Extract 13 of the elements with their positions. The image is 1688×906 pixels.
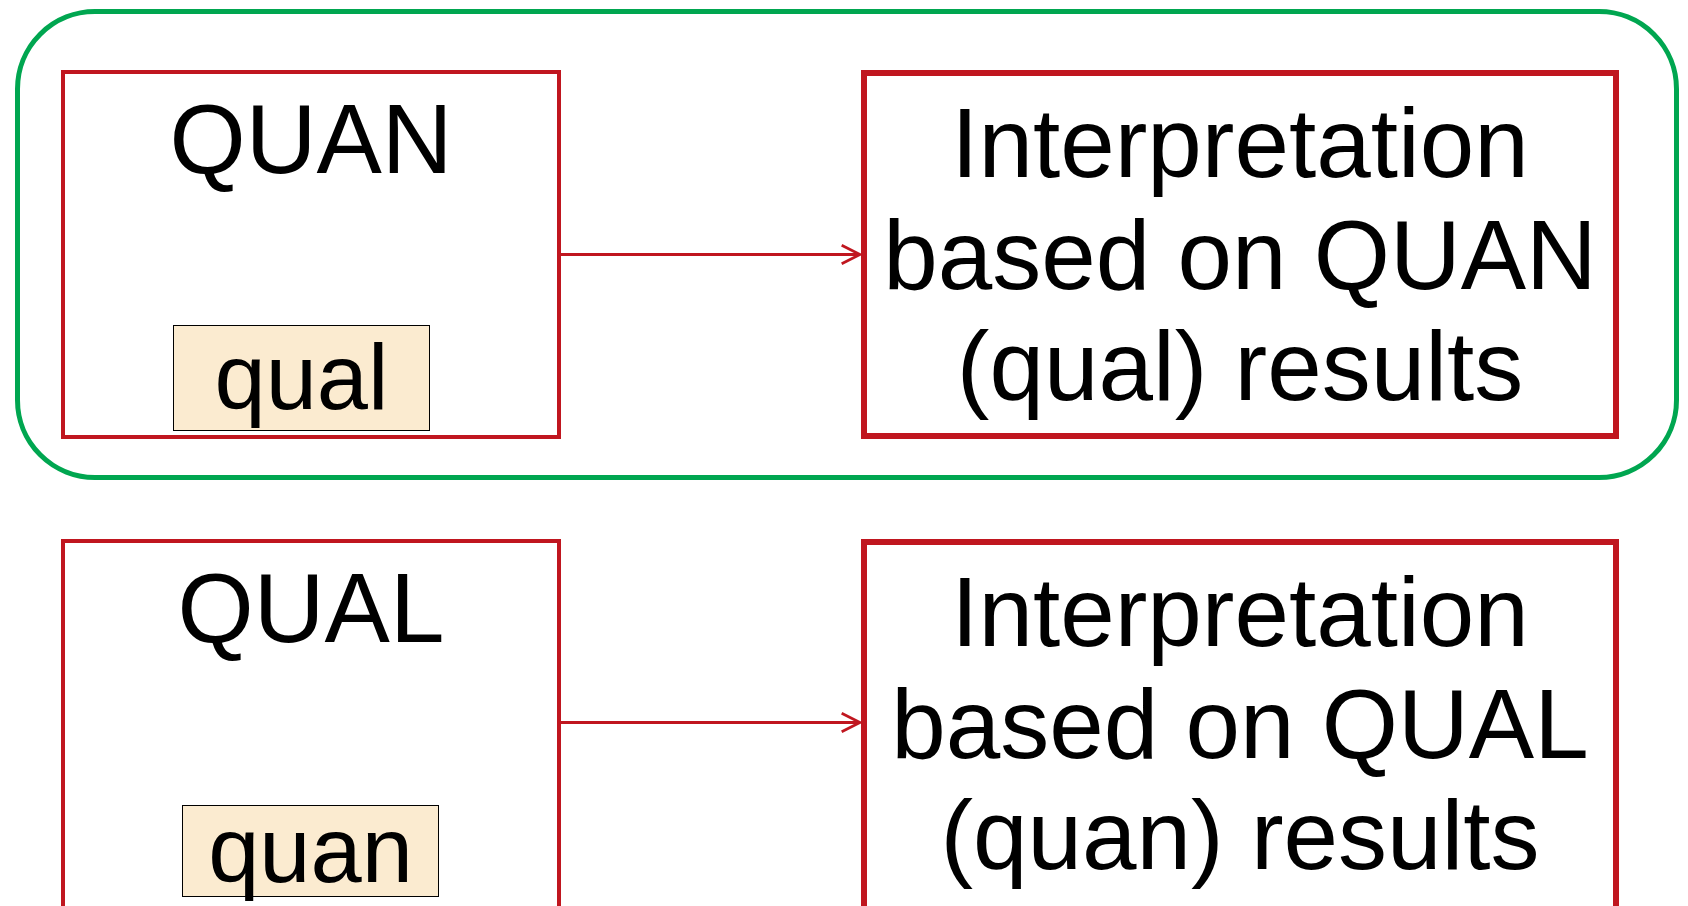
secondary-label: quan <box>208 800 413 902</box>
interpretation-text: Interpretation based on QUAL (quan) results <box>890 557 1590 893</box>
interpretation-text: Interpretation based on QUAN (qual) results <box>882 88 1598 424</box>
tag-box <box>173 325 430 431</box>
process-box <box>61 539 561 906</box>
arrow <box>561 243 862 266</box>
secondary-label: qual <box>214 327 389 429</box>
method-label: QUAL <box>176 555 446 663</box>
process-box <box>861 539 1619 906</box>
method-label: QUAN <box>168 86 454 194</box>
arrow <box>561 711 862 734</box>
process-box <box>61 70 561 439</box>
group-frame <box>15 9 1679 480</box>
